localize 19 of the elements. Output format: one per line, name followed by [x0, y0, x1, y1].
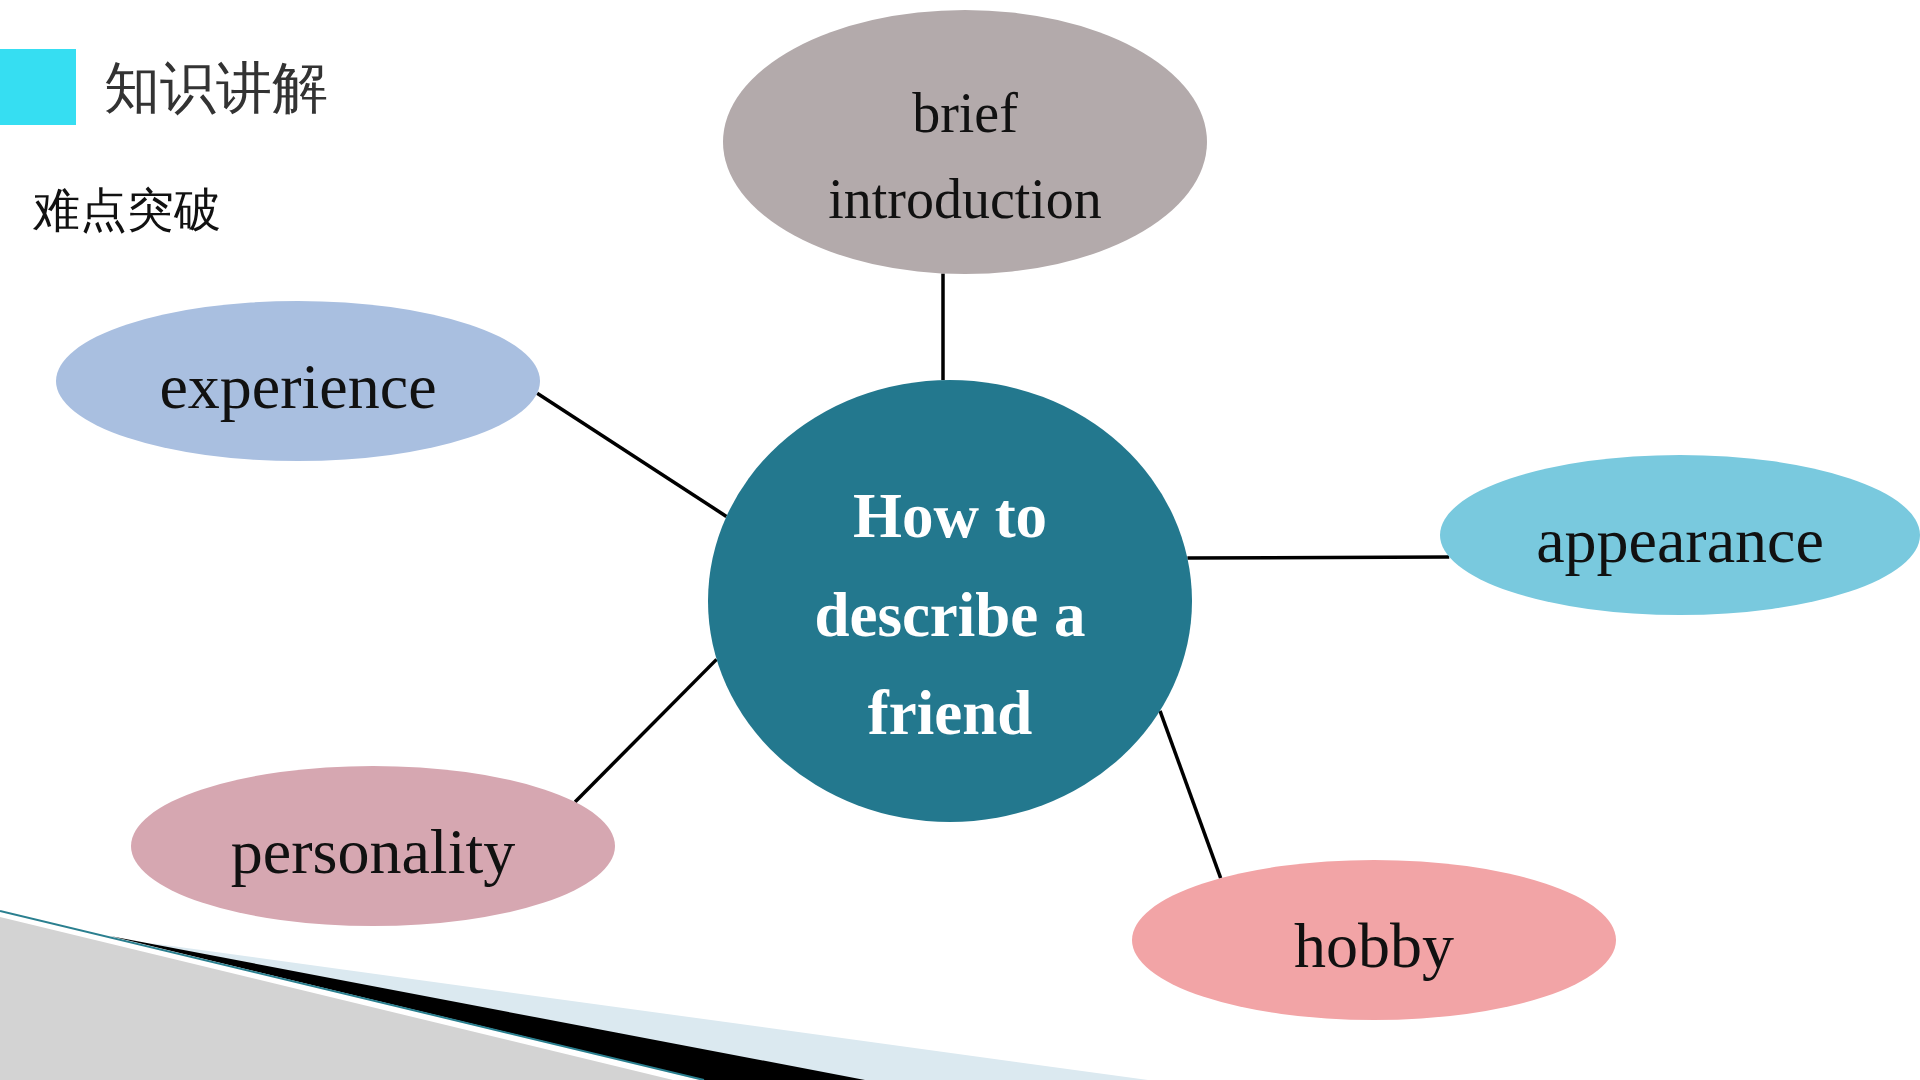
- node-label: brief introduction: [827, 80, 1103, 232]
- node-label: experience: [159, 349, 437, 424]
- topic-ellipse: [56, 301, 540, 461]
- topic-ellipse: [723, 10, 1207, 274]
- topic-ellipse: [1440, 455, 1920, 615]
- connector-line: [941, 273, 945, 381]
- central-ellipse: [708, 380, 1192, 822]
- node-label: personality: [230, 814, 516, 889]
- node-label: How to describe a friend: [813, 479, 1087, 751]
- topic-ellipse: [131, 766, 615, 926]
- connector-line: [1187, 555, 1450, 560]
- node-label: hobby: [1294, 908, 1454, 983]
- topic-ellipse: [1132, 860, 1616, 1020]
- node-label: appearance: [1536, 503, 1824, 578]
- connector-line: [573, 658, 718, 804]
- connector-line: [536, 391, 728, 518]
- subheading: 难点突破: [33, 186, 221, 233]
- connector-line: [1158, 710, 1223, 879]
- slide-heading: 知识讲解: [104, 60, 328, 116]
